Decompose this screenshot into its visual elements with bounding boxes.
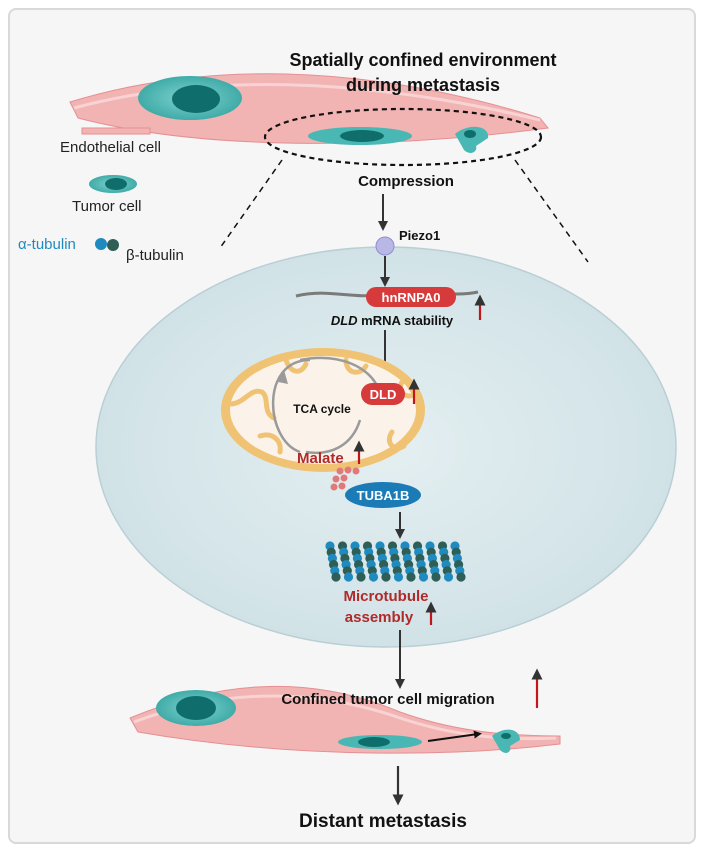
confinement-zone <box>263 107 543 167</box>
bottom-vessel <box>129 686 561 754</box>
tubulin-bead <box>431 572 441 582</box>
beta-tubulin-icon <box>107 239 119 251</box>
legend: Endothelial cell Tumor cell α-tubulin β-… <box>18 127 184 264</box>
tuba1b-badge <box>345 482 421 508</box>
migration-direction-arrow <box>427 730 482 742</box>
malate-dots <box>330 466 360 491</box>
title-line-2: during metastasis <box>346 75 500 95</box>
microtubule-label: Microtubule <box>344 588 429 605</box>
legend-alpha-tubulin-label: α-tubulin <box>18 236 76 253</box>
tubulin-bead <box>331 572 341 582</box>
hnrnpa0-badge <box>366 287 456 307</box>
tubulin-bead <box>356 572 366 582</box>
hnrnpa0-label: hnRNPA0 <box>382 290 441 305</box>
top-vessel <box>69 73 549 153</box>
legend-endothelial-label: Endothelial cell <box>60 139 161 156</box>
endothelial-legend-swatch <box>81 127 151 135</box>
tubulin-bead <box>406 572 416 582</box>
tubulin-bead <box>393 572 404 582</box>
migration-label: Confined tumor cell migration <box>281 691 494 708</box>
legend-tumor-label: Tumor cell <box>72 198 141 215</box>
mrna-stability-text: mRNA stability <box>358 313 454 328</box>
alpha-tubulin-icon <box>95 238 107 250</box>
zoom-line-right <box>514 159 589 263</box>
tca-cycle-label: TCA cycle <box>293 402 351 416</box>
tubulin-bead <box>443 572 454 582</box>
tubulin-bead <box>368 572 379 582</box>
dld-badge <box>361 383 405 405</box>
malate-label: Malate <box>297 450 344 467</box>
piezo1-label: Piezo1 <box>399 228 440 243</box>
assembly-label: assembly <box>345 609 414 626</box>
dld-label: DLD <box>370 387 397 402</box>
zoom-line-left <box>219 159 283 249</box>
tubulin-bead <box>381 572 391 582</box>
mrna-stability-label: DLD mRNA stability <box>331 313 454 328</box>
tca-cycle-arc-bottom <box>305 419 362 455</box>
legend-beta-tubulin-label: β-tubulin <box>126 247 184 264</box>
mrna-gene-name: DLD <box>331 313 358 328</box>
tubulin-bead <box>456 572 466 582</box>
metastasis-label: Distant metastasis <box>299 811 467 832</box>
tubulin-bead <box>418 572 429 582</box>
tubulin-bead <box>343 572 354 582</box>
tca-cycle-arc-top <box>299 356 380 389</box>
tca-cycle-arrowhead <box>278 370 288 384</box>
tuba1b-label: TUBA1B <box>357 488 410 503</box>
piezo1-icon <box>375 236 395 256</box>
title-line-1: Spatially confined environment <box>289 50 556 70</box>
compression-label: Compression <box>358 173 454 190</box>
tca-cycle-arc-left <box>271 358 311 454</box>
microtubule-bundle <box>325 541 466 582</box>
